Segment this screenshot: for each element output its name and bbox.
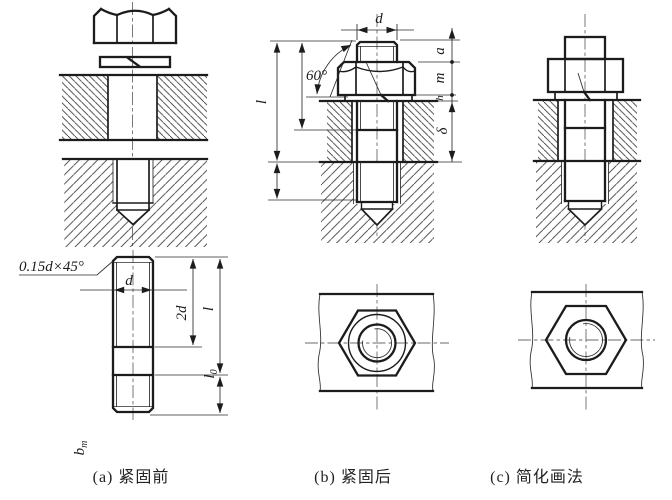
dim-b-delta-label: δ — [435, 126, 451, 134]
clearance-plate-section — [58, 73, 209, 142]
chamfer-angle-60: 60° — [306, 39, 353, 98]
view-a-exploded — [58, 2, 209, 247]
stud-end-circle — [357, 323, 397, 363]
hex-nut-front — [92, 7, 178, 45]
upper-plate-section-b — [318, 99, 458, 163]
dim-b-right-chain: a m h δ — [400, 28, 460, 162]
view-b-assembled: d 60° — [72, 11, 462, 455]
dim-b-h-label: h — [434, 95, 446, 101]
upper-plate-section-c — [532, 98, 642, 162]
view-c-simplified — [532, 14, 642, 243]
thread-arc — [362, 328, 392, 359]
washer-front — [98, 55, 172, 69]
dim-b-d: d — [341, 11, 414, 40]
washer-c — [554, 72, 618, 102]
dim-a-d-label: d — [125, 273, 133, 289]
caption-a: (a) 紧固前 — [93, 468, 170, 486]
dim-b-l: l — [254, 42, 281, 161]
break-line-left — [317, 293, 322, 392]
stud-end-circle — [564, 318, 608, 362]
dim-a-bm: bm — [216, 376, 224, 414]
dim-b-l0-label: l0 — [202, 369, 220, 378]
dim-b-l0: l0 — [202, 42, 306, 379]
dim-a-l-label: l — [201, 307, 217, 311]
hex-nut-outline — [544, 304, 628, 376]
hex-nut-outline — [337, 309, 417, 377]
dim-b-a-label: a — [432, 47, 448, 55]
dim-b-60-label: 60° — [306, 68, 327, 84]
hex-nut-c — [546, 57, 625, 94]
break-line-left — [529, 291, 534, 389]
break-line-right — [431, 293, 435, 392]
washer-section-mark — [126, 56, 141, 68]
view-b-top-view — [305, 284, 449, 412]
tapped-base-section — [61, 157, 209, 247]
dim-b-l-label: l — [254, 100, 270, 104]
dim-a-l: l — [201, 258, 224, 374]
caption-b: (b) 紧固后 — [314, 468, 392, 486]
nut-chamfer-circle — [347, 313, 407, 373]
washer-section-mark — [582, 90, 592, 102]
stud-body-c — [563, 98, 607, 227]
view-c-top-view — [518, 284, 655, 410]
dim-a-2d-label: 2d — [174, 305, 190, 321]
caption-c: (c) 简化画法 — [490, 468, 584, 486]
chamfer-note-label: 0.15d×45° — [19, 259, 84, 275]
dim-b-bm-label: bm — [72, 441, 90, 456]
hex-nut-assembled — [336, 60, 417, 97]
view-a-stud: 0.15d×45° d 2d l bm — [19, 250, 228, 420]
stud-outline — [111, 255, 155, 414]
dim-b-m-label: m — [432, 72, 448, 83]
thread-arc — [569, 323, 603, 357]
stud-top-end — [355, 40, 399, 64]
break-line-right — [640, 291, 644, 389]
dim-b-d-label: d — [375, 11, 383, 27]
dim-a-2d: 2d — [174, 258, 197, 346]
dim-b-bm: bm — [72, 163, 281, 456]
chamfer-leader: 0.15d×45° — [19, 259, 114, 276]
dim-a-d: d — [80, 273, 187, 294]
stud-body-b — [355, 99, 399, 227]
